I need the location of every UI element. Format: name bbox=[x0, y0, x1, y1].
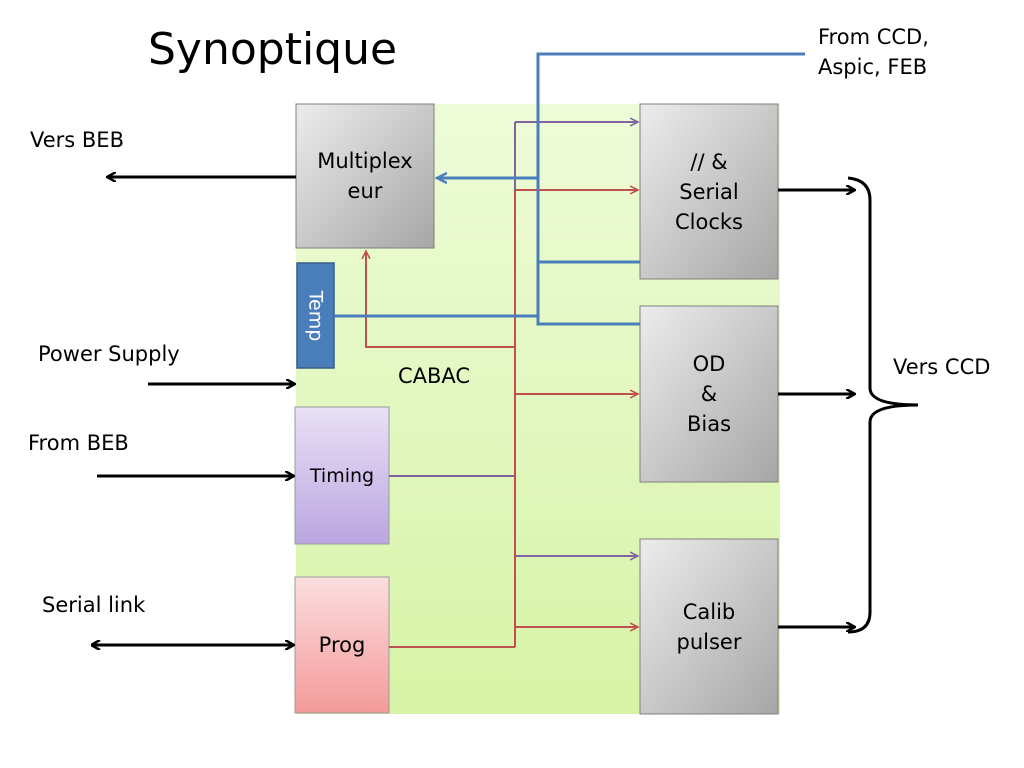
power-supply-label: Power Supply bbox=[38, 342, 180, 366]
vers-ccd-label: Vers CCD bbox=[893, 355, 991, 379]
cabac-label: CABAC bbox=[398, 364, 471, 388]
od-bias-label: OD & Bias bbox=[686, 352, 732, 436]
temp-block bbox=[296, 262, 335, 369]
from-beb-label: From BEB bbox=[28, 431, 129, 455]
calib-label: Calib pulser bbox=[676, 599, 742, 654]
analog-bus bbox=[334, 52, 805, 326]
clocks-label: // & Serial Clocks bbox=[675, 149, 743, 234]
vers-beb-label: Vers BEB bbox=[30, 128, 124, 152]
serial-link-label: Serial link bbox=[42, 593, 146, 617]
temp-label: Temp bbox=[304, 290, 327, 342]
clocks-block bbox=[639, 103, 779, 280]
multiplexeur-label: Multiplex eur bbox=[317, 149, 413, 203]
timing-block bbox=[294, 406, 390, 545]
prog-label: Prog bbox=[318, 633, 366, 657]
calib-block bbox=[639, 538, 779, 715]
from-ccd-label: From CCD, Aspic, FEB bbox=[818, 25, 929, 79]
vers-ccd-brace bbox=[847, 176, 919, 634]
external-arrows bbox=[92, 177, 854, 645]
prog-lines bbox=[366, 190, 638, 648]
od-bias-block bbox=[639, 305, 779, 483]
page-title: Synoptique bbox=[148, 24, 398, 75]
prog-block bbox=[294, 576, 390, 714]
multiplexeur-block bbox=[295, 103, 435, 249]
timing-label: Timing bbox=[309, 464, 375, 487]
